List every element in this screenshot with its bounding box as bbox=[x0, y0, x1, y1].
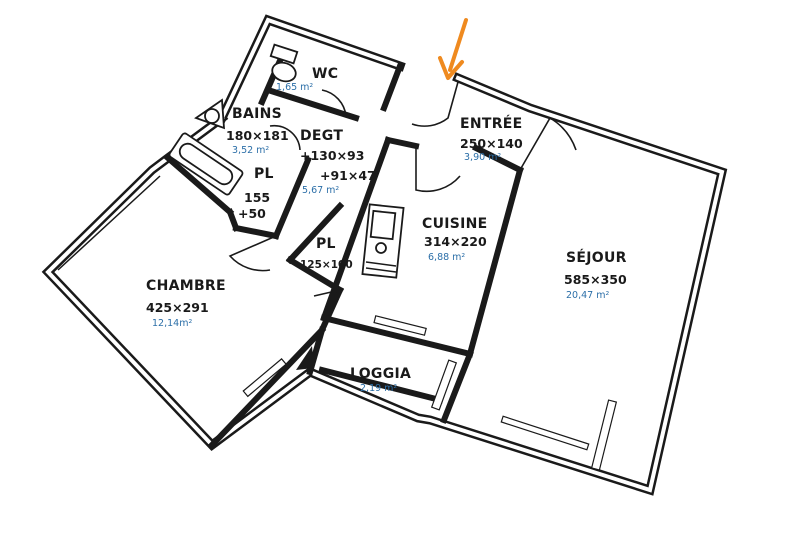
orange-arrow-icon bbox=[438, 18, 468, 80]
room-name: WC bbox=[312, 66, 338, 82]
room-wc: WC 1,65 m² bbox=[276, 66, 338, 93]
room-sejour: SÉJOUR 585×350 20,47 m² bbox=[564, 249, 627, 301]
room-name: LOGGIA bbox=[350, 366, 411, 382]
room-name: BAINS bbox=[232, 106, 282, 122]
room-entree: ENTRÉE 250×140 3,90 m² bbox=[460, 115, 523, 163]
room-dimensions: +91×47 bbox=[320, 168, 376, 183]
room-name: SÉJOUR bbox=[566, 249, 627, 266]
room-dimensions: 180×181 bbox=[226, 128, 289, 143]
room-pl-1: PL 155 +50 bbox=[238, 166, 274, 221]
doors bbox=[228, 81, 577, 370]
room-dimensions: 125×100 bbox=[300, 259, 353, 271]
room-cuisine: CUISINE 314×220 6,88 m² bbox=[422, 216, 488, 263]
room-area: 2,19 m² bbox=[360, 383, 397, 394]
room-area: 5,67 m² bbox=[302, 185, 339, 196]
room-pl-2: PL 125×100 bbox=[300, 236, 353, 271]
windows bbox=[242, 315, 618, 471]
room-name: ENTRÉE bbox=[460, 115, 523, 132]
room-name: PL bbox=[254, 166, 274, 182]
kitchen-sink-icon bbox=[361, 203, 405, 279]
room-area: 12,14m² bbox=[152, 318, 192, 329]
room-dimensions: 425×291 bbox=[146, 300, 209, 315]
sink-icon bbox=[194, 98, 225, 130]
room-area: 6,88 m² bbox=[428, 252, 465, 263]
room-dimensions: 585×350 bbox=[564, 272, 627, 287]
room-area: 20,47 m² bbox=[566, 290, 609, 301]
room-area: 3,52 m² bbox=[232, 145, 269, 156]
room-area: 3,90 m² bbox=[464, 152, 501, 163]
room-chambre: CHAMBRE 425×291 12,14m² bbox=[146, 278, 226, 329]
interior-walls bbox=[163, 52, 525, 450]
room-dimensions: 250×140 bbox=[460, 136, 523, 151]
room-name: PL bbox=[316, 236, 336, 252]
room-bains: BAINS 180×181 3,52 m² bbox=[226, 106, 289, 156]
toilet-icon bbox=[269, 43, 299, 83]
room-name: CUISINE bbox=[422, 216, 488, 232]
room-dimensions: 314×220 bbox=[424, 234, 487, 249]
exterior-walls bbox=[41, 14, 728, 496]
room-name: DEGT bbox=[300, 128, 343, 144]
room-degt: DEGT +130×93 +91×47 5,67 m² bbox=[300, 128, 376, 196]
room-name: CHAMBRE bbox=[146, 278, 226, 294]
room-area: 1,65 m² bbox=[276, 82, 313, 93]
room-dimensions: 155 bbox=[244, 190, 270, 205]
room-loggia: LOGGIA 2,19 m² bbox=[350, 366, 411, 394]
room-dimensions: +130×93 bbox=[300, 148, 364, 163]
bathtub-icon bbox=[168, 132, 244, 196]
room-dimensions: +50 bbox=[238, 206, 266, 221]
